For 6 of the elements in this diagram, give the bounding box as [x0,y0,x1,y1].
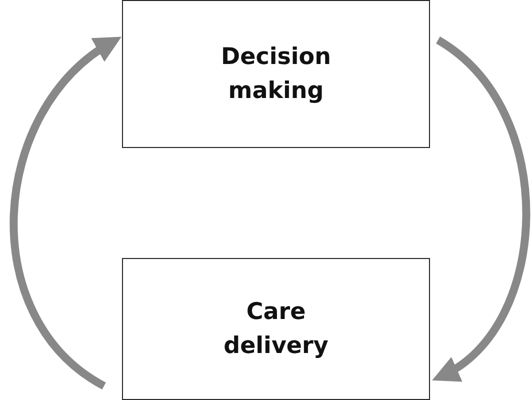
curved-arrow [10,36,121,390]
box-label: Care delivery [222,298,330,361]
box-label: Decision making [220,42,332,106]
curved-arrow [432,36,530,382]
process-box [122,0,430,148]
process-box [122,258,430,400]
